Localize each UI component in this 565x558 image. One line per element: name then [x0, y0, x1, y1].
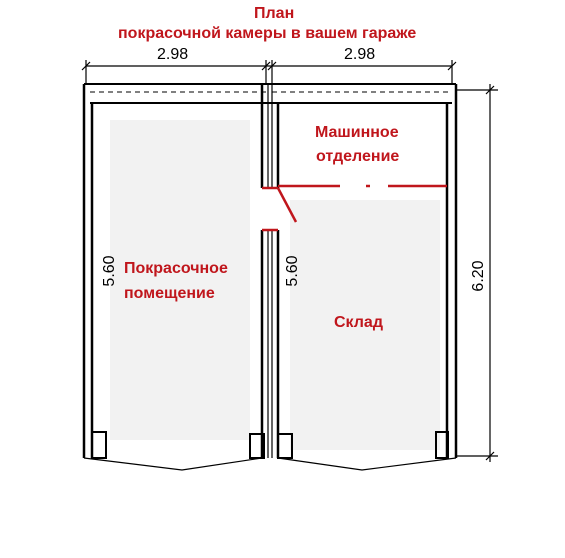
- room-label-machine-line1: Машинное: [315, 124, 399, 141]
- room-label-paint-line1: Покрасочное: [124, 260, 228, 277]
- top-dimension-line: [81, 60, 457, 84]
- dimension-left-width: 2.98: [157, 46, 189, 63]
- dimension-middle-height: 5.60: [284, 255, 301, 287]
- dimension-total-height: 6.20: [470, 260, 487, 292]
- plan-title-line1: План: [254, 5, 295, 22]
- dimension-right-width: 2.98: [344, 46, 376, 63]
- room-label-paint-line2: помещение: [124, 285, 215, 302]
- red-partition-marks: [262, 184, 447, 232]
- plan-title-line2: покрасочной камеры в вашем гараже: [118, 25, 417, 42]
- room-label-storage: Склад: [334, 314, 383, 331]
- dimension-left-height: 5.60: [101, 255, 118, 287]
- right-dimension-line: [456, 84, 498, 462]
- room-label-machine-line2: отделение: [316, 148, 400, 165]
- paper-background: [110, 120, 440, 450]
- walls: [82, 83, 458, 471]
